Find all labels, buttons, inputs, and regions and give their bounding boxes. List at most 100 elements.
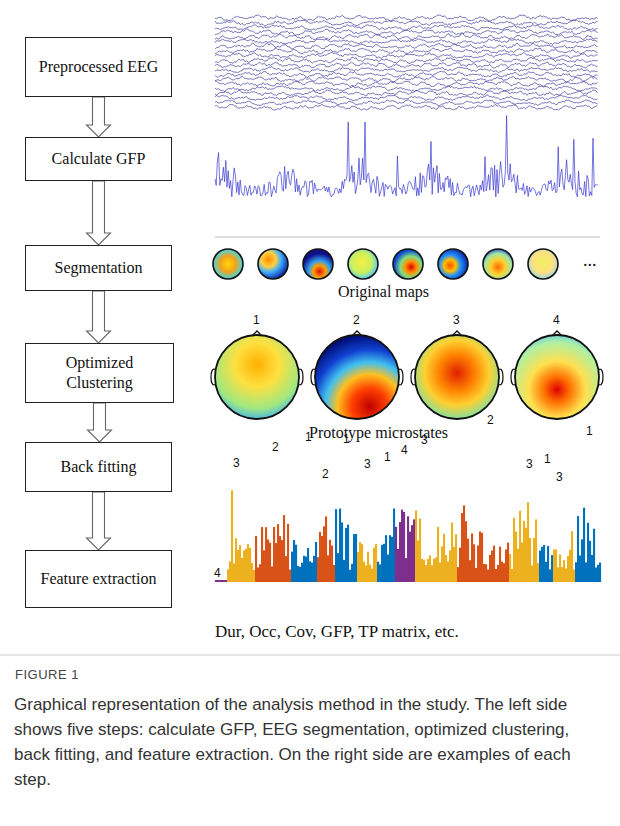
- gfp-bar: [373, 548, 375, 582]
- gfp-bar: [497, 565, 499, 582]
- gfp-bar: [327, 555, 329, 582]
- gfp-bar: [423, 560, 425, 582]
- gfp-bar: [457, 567, 459, 582]
- gfp-bar: [267, 539, 269, 582]
- eeg-traces: [215, 15, 598, 110]
- gfp-bar: [387, 555, 389, 582]
- process-box: Segmentation: [25, 245, 172, 291]
- gfp-bar: [421, 559, 423, 582]
- topo-map: [348, 249, 378, 279]
- state-number: 3: [233, 456, 240, 470]
- eeg-channel: [215, 52, 598, 58]
- topo-map: [258, 249, 288, 279]
- process-box: Feature extraction: [25, 550, 172, 608]
- callout-number: 1: [253, 313, 260, 327]
- gfp-bar: [521, 543, 523, 582]
- gfp-bar: [469, 560, 471, 582]
- gfp-bar: [279, 536, 281, 582]
- gfp-bar: [489, 555, 491, 582]
- gfp-bar: [529, 538, 531, 582]
- gfp-bar: [539, 551, 541, 582]
- gfp-bar: [271, 566, 273, 582]
- gfp-bar: [217, 580, 219, 582]
- gfp-bar: [365, 566, 367, 582]
- gfp-bar: [367, 552, 369, 582]
- original-maps: [213, 249, 558, 279]
- gfp-bar: [599, 563, 601, 582]
- gfp-bar: [377, 562, 379, 582]
- gfp-bar: [403, 512, 405, 582]
- gfp-bar: [241, 558, 243, 582]
- gfp-bar: [567, 556, 569, 582]
- gfp-bar: [535, 519, 537, 582]
- gfp-bar: [313, 556, 315, 582]
- box-text: Calculate GFP: [52, 149, 146, 169]
- gfp-bar: [299, 567, 301, 582]
- box-text: Back fitting: [61, 457, 137, 477]
- gfp-bar: [287, 524, 289, 582]
- gfp-bar: [343, 560, 345, 582]
- state-number: 2: [487, 413, 494, 427]
- gfp-bar: [337, 553, 339, 582]
- eeg-channel: [215, 95, 598, 101]
- topo-map: [393, 249, 423, 279]
- gfp-bar: [311, 563, 313, 582]
- gfp-bar: [405, 558, 407, 582]
- gfp-bar: [329, 540, 331, 582]
- gfp-bar: [465, 521, 467, 582]
- gfp-bar: [463, 505, 465, 582]
- gfp-bar: [371, 569, 373, 582]
- gfp-bar: [317, 557, 319, 582]
- eeg-channel: [215, 24, 598, 30]
- gfp-bar: [571, 531, 573, 582]
- gfp-bar: [245, 549, 247, 582]
- gfp-bar: [557, 567, 559, 582]
- state-number: 3: [421, 433, 428, 447]
- gfp-bar: [509, 554, 511, 582]
- gfp-bar: [449, 550, 451, 582]
- gfp-bar: [335, 509, 337, 582]
- gfp-bar: [587, 523, 589, 582]
- gfp-bar: [515, 532, 517, 582]
- gfp-bar: [495, 569, 497, 582]
- gfp-bar: [447, 561, 449, 582]
- gfp-bar: [381, 545, 383, 582]
- gfp-bar: [443, 534, 445, 582]
- gfp-bar: [479, 532, 481, 582]
- gfp-bar: [485, 564, 487, 582]
- gfp-bar: [281, 540, 283, 582]
- gfp-bar: [519, 511, 521, 582]
- gfp-bar: [305, 557, 307, 582]
- gfp-bar: [425, 565, 427, 582]
- gfp-bar: [451, 523, 453, 582]
- gfp-bar: [289, 570, 291, 582]
- gfp-bar: [255, 536, 257, 582]
- gfp-bar: [491, 551, 493, 582]
- gfp-bar: [441, 546, 443, 582]
- block-arrow: [88, 403, 112, 442]
- figure-caption: Graphical representation of the analysis…: [14, 692, 606, 792]
- gfp-bar: [325, 516, 327, 582]
- gfp-bar: [351, 564, 353, 582]
- box-text: Optimized Clustering: [32, 353, 167, 393]
- gfp-bar: [419, 519, 421, 582]
- gfp-bar: [435, 558, 437, 582]
- gfp-bar: [483, 564, 485, 582]
- gfp-bar: [561, 567, 563, 582]
- gfp-bar: [393, 508, 395, 582]
- prototype-head: [511, 331, 603, 419]
- gfp-bar: [227, 569, 229, 582]
- gfp-bar: [361, 544, 363, 582]
- gfp-bar: [355, 534, 357, 582]
- gfp-bar: [547, 546, 549, 582]
- gfp-bar: [273, 527, 275, 582]
- gfp-bar: [455, 534, 457, 582]
- gfp-bar: [503, 563, 505, 582]
- gfp-bar: [333, 565, 335, 582]
- gfp-bar: [511, 569, 513, 582]
- gfp-bar: [583, 508, 585, 582]
- block-arrow: [87, 492, 111, 550]
- gfp-bar: [501, 562, 503, 582]
- gfp-bar: [357, 552, 359, 582]
- gfp-bar: [593, 529, 595, 582]
